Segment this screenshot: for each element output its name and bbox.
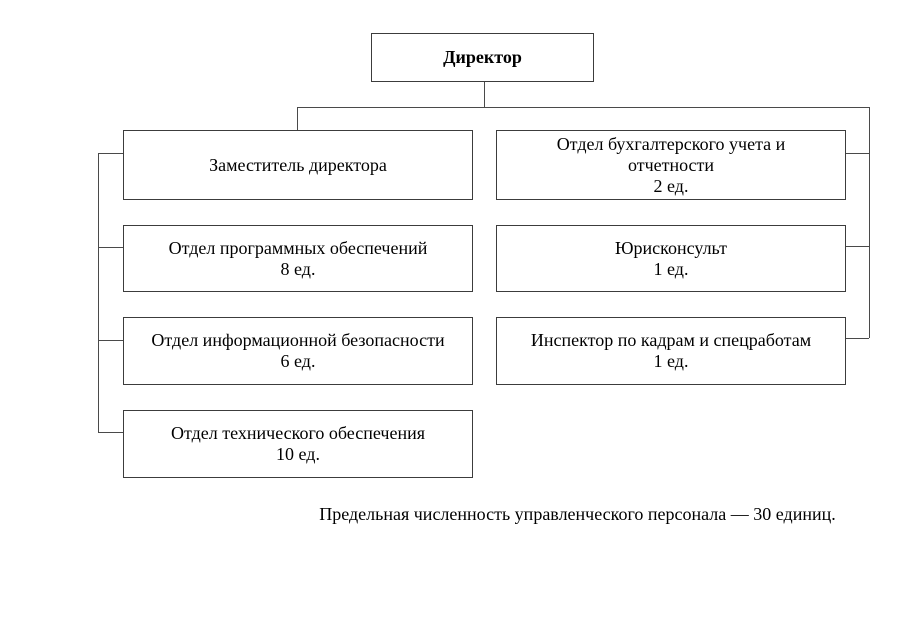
dept-count: 2 ед. bbox=[653, 175, 689, 196]
footnote-caption: Предельная численность управленческого п… bbox=[319, 504, 836, 524]
dept-label: Отдел программных обеспечений bbox=[168, 237, 428, 258]
dept-label: Отдел информационной безопасности bbox=[151, 330, 445, 350]
connector-stub-software bbox=[99, 247, 123, 248]
dept-count: 10 ед. bbox=[276, 444, 320, 464]
connector-right-rail bbox=[869, 107, 870, 338]
connector-director-drop bbox=[484, 82, 485, 107]
deputy-label: Заместитель директора bbox=[209, 154, 387, 175]
dept-box-software: Отдел программных обеспечений 8 ед. bbox=[123, 225, 473, 292]
dept-box-legal: Юрисконсульт 1 ед. bbox=[496, 225, 846, 292]
connector-top-horizontal bbox=[297, 107, 870, 108]
dept-label: Инспектор по кадрам и спецработам bbox=[530, 330, 812, 350]
connector-stub-deputy bbox=[99, 153, 123, 154]
connector-stub-infosec bbox=[99, 340, 123, 341]
dept-count: 8 ед. bbox=[280, 258, 316, 279]
director-label: Директор bbox=[443, 47, 522, 67]
connector-deputy-drop bbox=[297, 107, 298, 130]
connector-stub-hr bbox=[846, 338, 869, 339]
connector-stub-techsupport bbox=[99, 432, 123, 433]
dept-box-techsupport: Отдел технического обеспечения 10 ед. bbox=[123, 410, 473, 478]
dept-box-infosec: Отдел информационной безопасности 6 ед. bbox=[123, 317, 473, 385]
dept-label: Юрисконсульт bbox=[615, 237, 727, 258]
dept-box-hr: Инспектор по кадрам и спецработам 1 ед. bbox=[496, 317, 846, 385]
deputy-director-box: Заместитель директора bbox=[123, 130, 473, 200]
connector-stub-legal bbox=[846, 246, 869, 247]
dept-count: 1 ед. bbox=[653, 258, 689, 279]
director-box: Директор bbox=[371, 33, 594, 82]
dept-label: Отдел бухгалтерского учета и отчетности bbox=[556, 133, 786, 175]
dept-count: 1 ед. bbox=[653, 351, 689, 371]
dept-count: 6 ед. bbox=[280, 351, 316, 371]
connector-stub-accounting bbox=[846, 153, 869, 154]
dept-label: Отдел технического обеспечения bbox=[171, 423, 425, 443]
dept-box-accounting: Отдел бухгалтерского учета и отчетности … bbox=[496, 130, 846, 200]
connector-left-rail bbox=[98, 153, 99, 433]
